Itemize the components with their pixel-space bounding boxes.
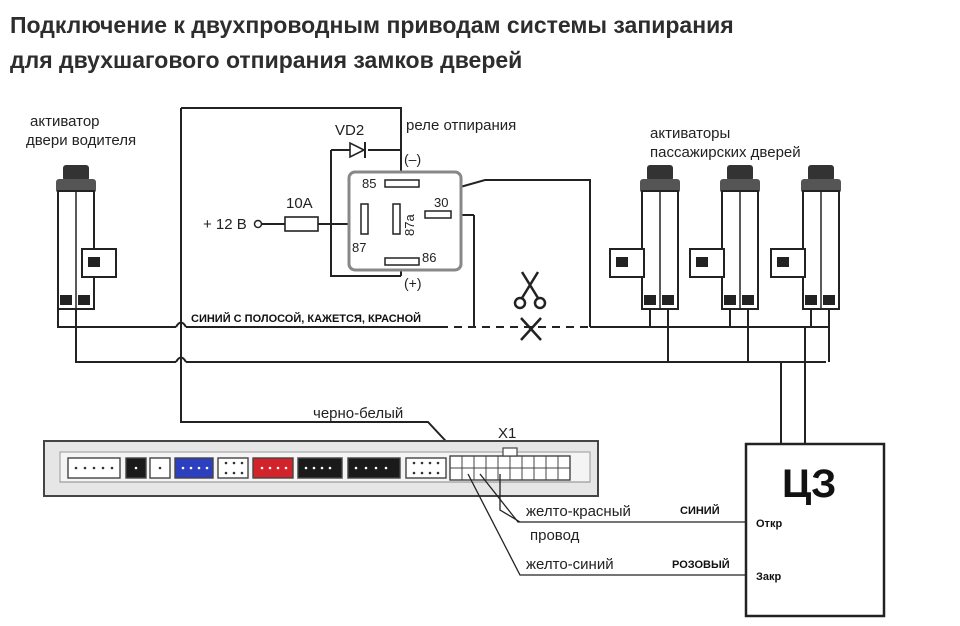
driver-actuator — [56, 165, 117, 310]
relay-pin-86: 86 — [422, 250, 436, 265]
relay-pin-87: 87 — [352, 240, 366, 255]
diode-icon — [349, 141, 366, 159]
driver-actuator-label-2: двери водителя — [26, 132, 136, 149]
diode-label: VD2 — [335, 122, 364, 139]
black-white-wire-label: черно-белый — [313, 405, 403, 422]
supply-terminal-icon — [253, 219, 263, 229]
relay-pin-85: 85 — [362, 176, 376, 191]
relay-wiring — [180, 107, 591, 453]
connector-x1-label: X1 — [498, 425, 516, 442]
fuse-icon — [284, 216, 319, 232]
relay-plus-label: (+) — [404, 275, 422, 291]
relay-pin-30: 30 — [434, 195, 448, 210]
relay — [347, 170, 463, 272]
cz-wires — [467, 473, 746, 576]
relay-pin-87a: 87а — [402, 214, 417, 236]
yellow-red-wire-label-2: провод — [530, 527, 580, 544]
passenger-actuators-label-1: активаторы — [650, 125, 730, 142]
bus-wires — [57, 309, 830, 444]
passenger-actuator-2 — [689, 165, 760, 310]
passenger-actuator-3 — [770, 165, 841, 310]
supply-label: + 12 В — [203, 216, 247, 233]
central-lock-title: ЦЗ — [782, 462, 836, 506]
cut-mark-icon — [520, 317, 542, 341]
blue-wire-label: СИНИЙ — [680, 504, 720, 517]
title-line-2: для двухшагового отпирания замков дверей — [10, 47, 522, 73]
pink-wire-label: РОЗОВЫЙ — [672, 558, 730, 571]
central-lock-unit — [744, 442, 886, 618]
fuse-label: 10А — [286, 195, 313, 212]
passenger-actuators-label-2: пассажирских дверей — [650, 144, 801, 161]
relay-label: реле отпирания — [406, 117, 516, 134]
scissors-icon — [513, 271, 547, 310]
driver-actuator-label-1: активатор — [30, 113, 100, 130]
title-line-1: Подключение к двухпроводным приводам сис… — [10, 12, 734, 38]
central-lock-close-label: Закр — [756, 571, 782, 583]
alarm-control-unit — [43, 440, 599, 497]
relay-minus-label: (–) — [404, 151, 421, 167]
passenger-actuator-1 — [609, 165, 680, 310]
yellow-red-wire-label-1: желто-красный — [526, 503, 631, 520]
wire-color-note: СИНИЙ С ПОЛОСОЙ, КАЖЕТСЯ, КРАСНОЙ — [191, 312, 421, 325]
yellow-blue-wire-label: желто-синий — [526, 556, 614, 573]
central-lock-open-label: Откр — [756, 518, 782, 530]
